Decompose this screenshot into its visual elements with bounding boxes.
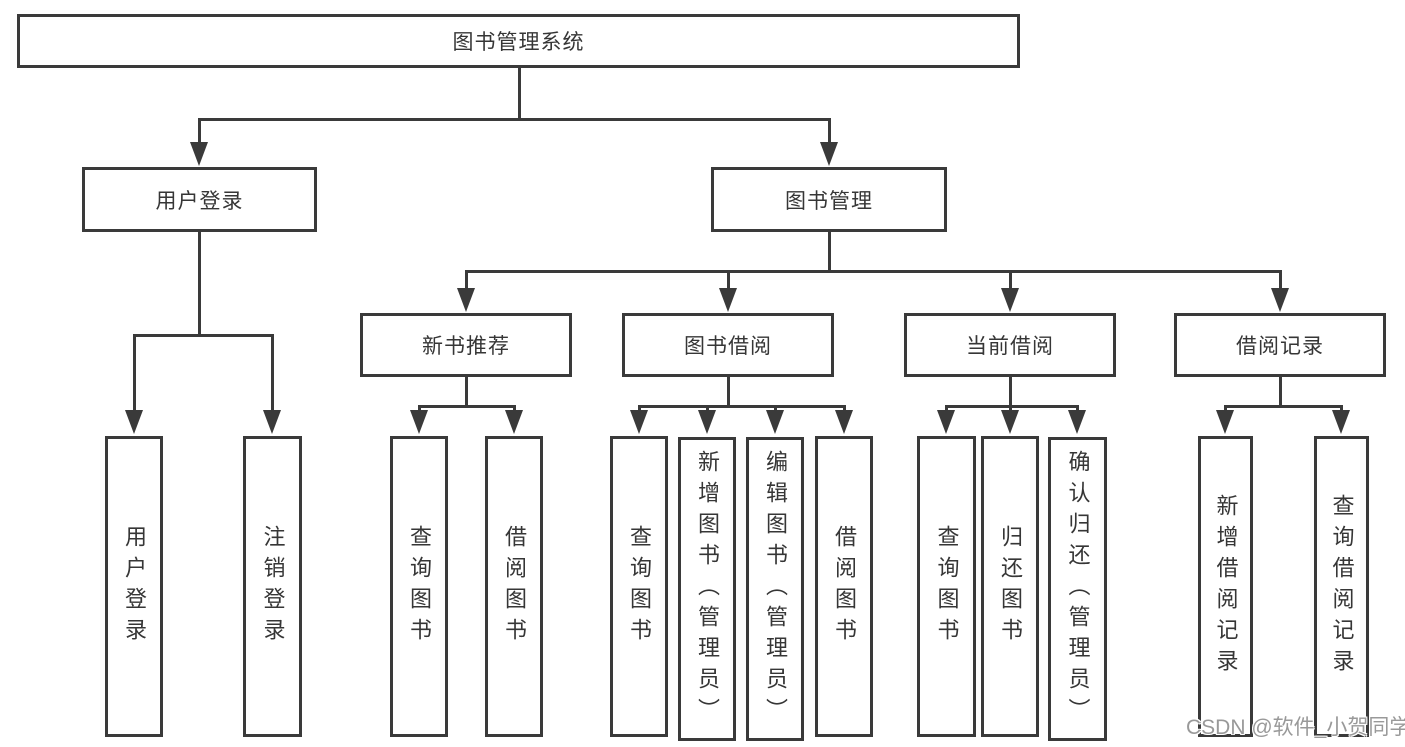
connector-line (1009, 377, 1012, 405)
node-new-book-recommendation: 新书推荐 (360, 313, 572, 377)
connector-line (465, 270, 468, 290)
arrowhead-down-icon (698, 410, 716, 434)
node-label: 借阅记录 (1236, 335, 1324, 358)
connector-line (513, 405, 516, 412)
leaf-borrow-books: 借阅图书 (815, 436, 873, 737)
arrowhead-down-icon (766, 410, 784, 434)
connector-line (945, 405, 1079, 408)
arrowhead-down-icon (125, 410, 143, 434)
node-borrowing-records: 借阅记录 (1174, 313, 1386, 377)
arrowhead-down-icon (505, 410, 523, 434)
connector-line (198, 232, 201, 334)
connector-line (133, 334, 274, 337)
node-book-borrowing: 图书借阅 (622, 313, 834, 377)
arrowhead-down-icon (1271, 288, 1289, 312)
leaf-query-books-borrow: 查询图书 (610, 436, 668, 737)
arrowhead-down-icon (630, 410, 648, 434)
connector-line (1009, 270, 1012, 290)
node-current-borrowing: 当前借阅 (904, 313, 1116, 377)
arrowhead-down-icon (1332, 410, 1350, 434)
node-label: 新增图书（管理员） (695, 449, 720, 729)
arrowhead-down-icon (835, 410, 853, 434)
arrowhead-down-icon (1001, 410, 1019, 434)
connector-line (828, 232, 831, 270)
leaf-confirm-return-admin: 确认归还（管理员） (1048, 437, 1107, 741)
arrowhead-down-icon (820, 142, 838, 166)
arrowhead-down-icon (410, 410, 428, 434)
leaf-add-books-admin: 新增图书（管理员） (678, 437, 736, 741)
connector-line (198, 118, 831, 121)
node-label: 查询图书 (407, 524, 432, 649)
node-book-management: 图书管理 (711, 167, 947, 232)
connector-line (638, 405, 846, 408)
leaf-user-login: 用户登录 (105, 436, 163, 737)
leaf-query-books-current: 查询图书 (917, 436, 976, 737)
connector-line (945, 405, 948, 412)
arrowhead-down-icon (457, 288, 475, 312)
node-label: 查询借阅记录 (1329, 493, 1355, 680)
connector-line (1076, 405, 1079, 412)
connector-line (1279, 270, 1282, 290)
connector-line (1279, 377, 1282, 405)
arrowhead-down-icon (1068, 410, 1086, 434)
connector-line (1224, 405, 1342, 408)
connector-line (638, 405, 641, 412)
node-user-login: 用户登录 (82, 167, 317, 232)
leaf-edit-books-admin: 编辑图书（管理员） (746, 437, 804, 741)
connector-line (465, 270, 1282, 273)
connector-line (518, 68, 521, 118)
connector-line (271, 334, 274, 412)
arrowhead-down-icon (937, 410, 955, 434)
node-label: 确认归还（管理员） (1065, 449, 1091, 729)
arrowhead-down-icon (1216, 410, 1234, 434)
connector-line (706, 405, 709, 412)
node-label: 用户登录 (122, 524, 147, 649)
connector-line (418, 405, 421, 412)
node-label: 注销登录 (260, 524, 286, 649)
node-label: 借阅图书 (832, 524, 857, 649)
arrowhead-down-icon (263, 410, 281, 434)
connector-line (727, 377, 730, 405)
connector-line (828, 118, 831, 146)
connector-line (774, 405, 777, 412)
node-label: 借阅图书 (502, 524, 527, 649)
node-label: 归还图书 (998, 524, 1023, 649)
node-label: 新增借阅记录 (1213, 493, 1239, 680)
connector-line (843, 405, 846, 412)
leaf-borrow-books-new: 借阅图书 (485, 436, 543, 737)
node-label: 用户登录 (155, 189, 244, 213)
connector-line (1224, 405, 1227, 412)
leaf-add-borrow-record: 新增借阅记录 (1198, 436, 1253, 737)
node-library-management-system: 图书管理系统 (17, 14, 1020, 68)
node-label: 查询图书 (934, 524, 960, 649)
connector-line (133, 334, 136, 412)
connector-line (1340, 405, 1343, 412)
csdn-watermark: CSDN @软件_小贺同学 (1186, 716, 1405, 739)
arrowhead-down-icon (190, 142, 208, 166)
node-label: 新书推荐 (422, 335, 510, 358)
leaf-query-borrow-record: 查询借阅记录 (1314, 436, 1369, 737)
arrowhead-down-icon (719, 288, 737, 312)
node-label: 查询图书 (627, 524, 652, 649)
arrowhead-down-icon (1001, 288, 1019, 312)
node-label: 当前借阅 (966, 335, 1054, 358)
connector-line (727, 270, 730, 290)
leaf-return-books: 归还图书 (981, 436, 1039, 737)
node-label: 图书管理 (785, 189, 873, 213)
connector-line (465, 377, 468, 405)
connector-line (1009, 405, 1012, 412)
leaf-logout: 注销登录 (243, 436, 302, 737)
leaf-query-books-new: 查询图书 (390, 436, 448, 737)
connector-line (418, 405, 516, 408)
connector-line (198, 118, 201, 146)
node-label: 编辑图书（管理员） (763, 449, 788, 729)
node-label: 图书管理系统 (452, 31, 585, 54)
node-label: 图书借阅 (684, 335, 772, 358)
